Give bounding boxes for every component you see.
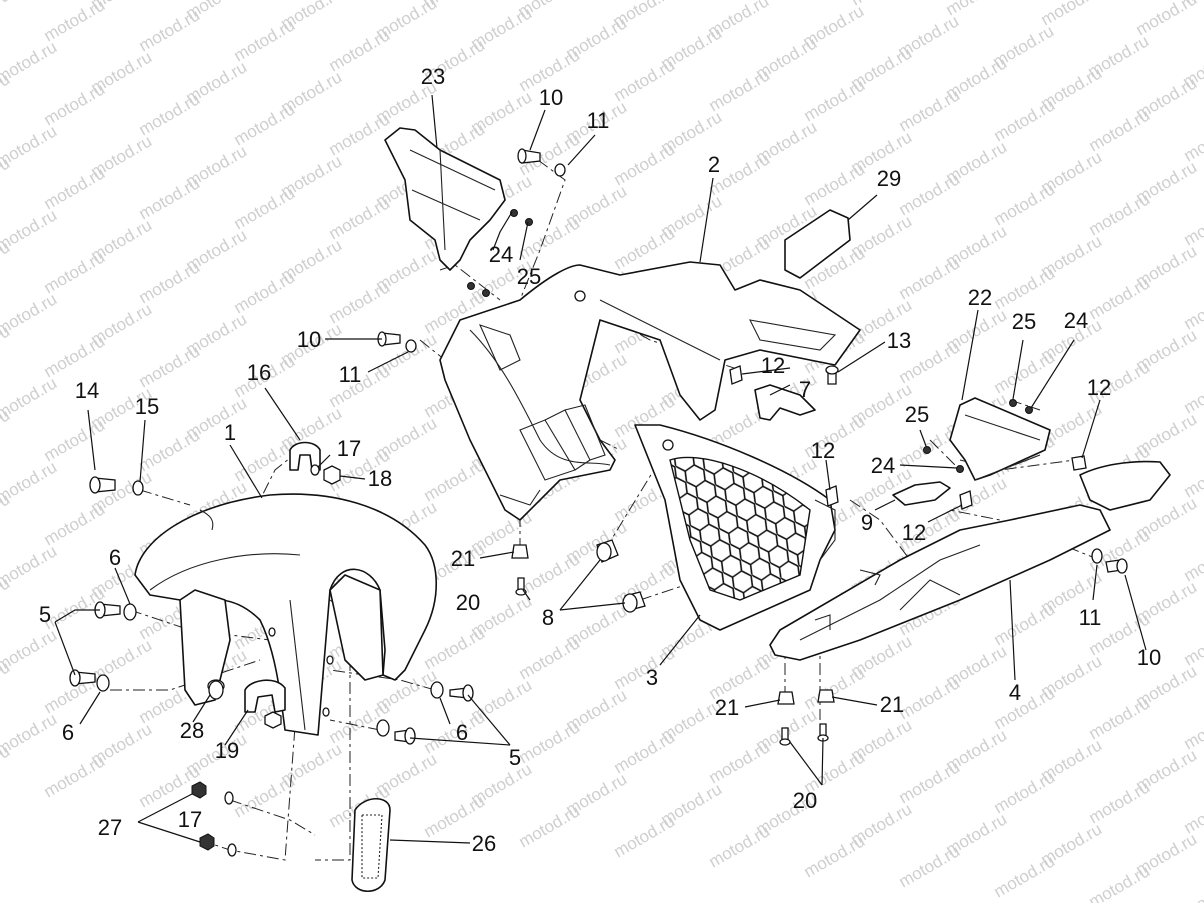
small-bracket-9 [892, 481, 951, 506]
watermark-text: motod.ru [1180, 0, 1204, 7]
callout-12-lower: 12 [902, 520, 926, 545]
lower-side-panel [769, 460, 1171, 661]
callout-7: 7 [799, 377, 811, 402]
callout-24-top: 24 [489, 242, 513, 267]
watermark-text: motod.ru [1086, 861, 1154, 903]
callout-5-right: 5 [509, 745, 521, 770]
decal [784, 209, 851, 279]
small-bracket-7 [754, 384, 816, 421]
watermark-text: motod.ru [1181, 451, 1204, 501]
reflector [351, 797, 391, 893]
callout-10-right: 10 [1137, 645, 1161, 670]
front-fender [134, 493, 438, 736]
watermark-text: motod.ru [1181, 115, 1204, 165]
callout-2: 2 [708, 152, 720, 177]
right-bracket [949, 397, 1051, 481]
watermark-text: motod.ru [41, 751, 109, 801]
callout-13: 13 [887, 328, 911, 353]
callout-5-left: 5 [39, 602, 51, 627]
callout-4: 4 [1009, 680, 1021, 705]
callout-25-lower: 25 [905, 402, 929, 427]
watermark-text: motod.ru [1181, 283, 1204, 333]
watermark-text: motod.ru [991, 851, 1059, 901]
watermark-text: motod.ru [0, 0, 13, 35]
callout-25-right: 25 [1012, 309, 1036, 334]
callout-12-mesh: 12 [811, 438, 835, 463]
callout-1: 1 [224, 420, 236, 445]
callout-24-right: 24 [1064, 308, 1088, 333]
callout-3: 3 [646, 665, 658, 690]
callout-9: 9 [861, 510, 873, 535]
callout-21-left: 21 [715, 695, 739, 720]
callout-11-top: 11 [587, 108, 610, 133]
mesh-grille-panel [634, 424, 836, 631]
callout-10-mid: 10 [297, 327, 321, 352]
cable-clamp-16 [289, 441, 321, 471]
watermark-text: motod.ru [1181, 619, 1204, 669]
callout-6-right: 6 [456, 720, 468, 745]
callout-6-top: 6 [109, 545, 121, 570]
watermark-text: motod.ru [1181, 871, 1204, 903]
watermark-text: motod.ru [1181, 535, 1204, 585]
callout-27: 27 [98, 815, 122, 840]
callout-19: 19 [215, 738, 239, 763]
callout-29: 29 [877, 166, 901, 191]
watermark-text: motod.ru [611, 811, 679, 861]
callout-16: 16 [247, 360, 271, 385]
callout-26: 26 [472, 831, 496, 856]
watermark-text: motod.ru [1181, 703, 1204, 753]
watermark-text: motod.ru [896, 841, 964, 891]
callout-23: 23 [421, 64, 445, 89]
hardware [69, 148, 1128, 857]
watermark-text: motod.ru [1181, 367, 1204, 417]
callout-17-upper: 17 [337, 436, 361, 461]
callout-8: 8 [542, 605, 554, 630]
callout-21-centre: 21 [451, 546, 475, 571]
callout-17-lower: 17 [178, 807, 202, 832]
callout-25-top: 25 [517, 264, 541, 289]
callout-11-mid: 11 [339, 362, 362, 387]
callout-18: 18 [368, 466, 392, 491]
watermark-text: motod.ru [706, 821, 774, 871]
callout-11-right: 11 [1079, 605, 1102, 630]
callout-21-right: 21 [880, 692, 904, 717]
callout-6-bottom: 6 [62, 720, 74, 745]
left-bracket [384, 127, 506, 271]
callout-20-centre: 20 [456, 590, 480, 615]
callout-24-lower: 24 [871, 453, 895, 478]
callout-12-right: 12 [1087, 375, 1111, 400]
watermark-text: motod.ru [516, 801, 584, 851]
callout-10-top: 10 [539, 85, 563, 110]
watermark-text: motod.ru [801, 831, 869, 881]
callout-12-cowl: 12 [761, 353, 785, 378]
callout-20-bottom: 20 [793, 788, 817, 813]
callout-15: 15 [135, 394, 159, 419]
callout-labels: 1 2 3 4 5 5 6 6 6 7 8 9 10 10 10 11 11 1… [39, 64, 1161, 856]
cable-clamp-19 [244, 679, 286, 713]
front-cowl [439, 261, 861, 521]
callout-28: 28 [180, 718, 204, 743]
watermark-text: motod.ru [1181, 787, 1204, 837]
leader-lines [54, 94, 1147, 844]
watermark-text: motod.ru [1181, 199, 1204, 249]
callout-14: 14 [75, 378, 99, 403]
callout-22: 22 [968, 285, 992, 310]
